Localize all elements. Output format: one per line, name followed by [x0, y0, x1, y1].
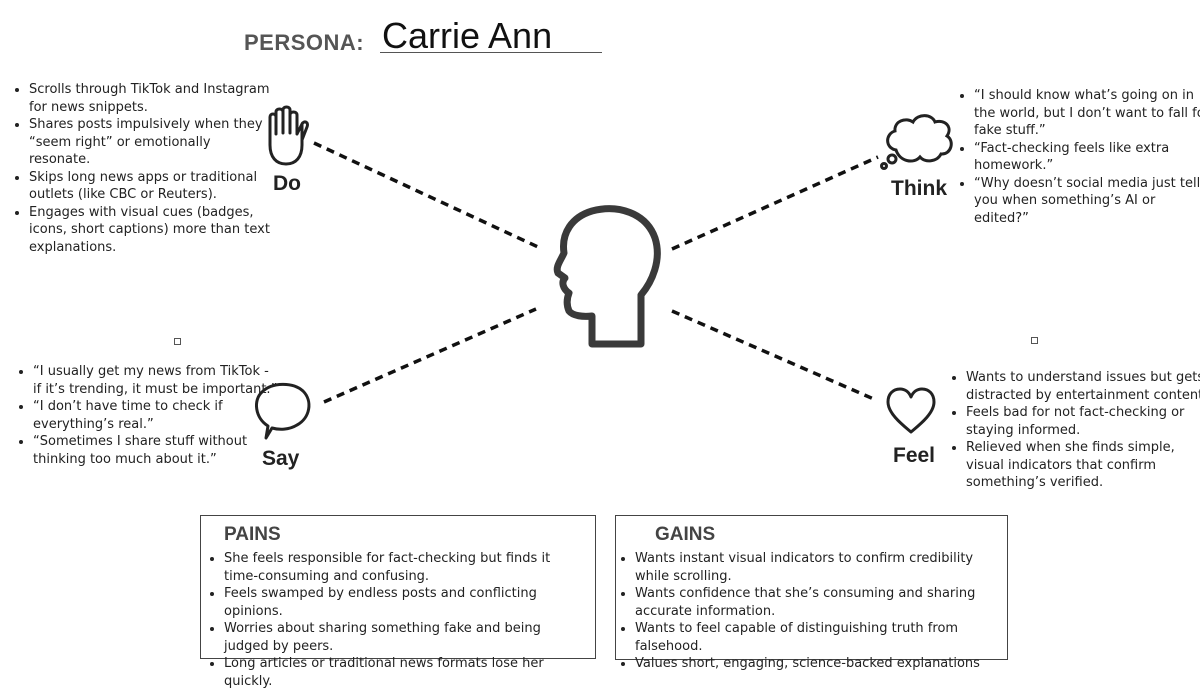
think-label: Think [891, 177, 947, 200]
diagram-canvas [255, 105, 953, 440]
pains-list: She feels responsible for fact-checking … [224, 550, 587, 690]
think-item: “I should know what’s going on in the wo… [974, 87, 1200, 140]
say-item: “I usually get my news from TikTok - if … [33, 363, 278, 398]
pains-item: Feels swamped by endless posts and confl… [224, 585, 587, 620]
gains-item: Values short, engaging, science-backed e… [635, 655, 999, 673]
do-item: Engages with visual cues (badges, icons,… [29, 204, 273, 257]
feel-item: Relieved when she finds simple, visual i… [966, 439, 1200, 492]
pains-item: Long articles or traditional news format… [224, 655, 587, 690]
head-profile-icon [553, 205, 661, 348]
do-item: Shares posts impulsively when they “seem… [29, 116, 273, 169]
do-label: Do [273, 172, 301, 195]
thought-bubble-icon [880, 114, 953, 170]
gains-box: GAINS Wants instant visual indicators to… [615, 515, 1008, 671]
pains-item: She feels responsible for fact-checking … [224, 550, 587, 585]
gains-item: Wants confidence that she’s consuming an… [635, 585, 999, 620]
say-list: “I usually get my news from TikTok - if … [14, 363, 278, 468]
gains-list: Wants instant visual indicators to confi… [635, 550, 999, 673]
persona-name-underline [380, 52, 602, 53]
gains-item: Wants to feel capable of distinguishing … [635, 620, 999, 655]
say-item: “I don’t have time to check if everythin… [33, 398, 278, 433]
heart-icon [886, 387, 936, 434]
square-marker [174, 338, 181, 345]
think-item: “Why doesn’t social media just tell you … [974, 175, 1200, 228]
say-label: Say [262, 447, 300, 470]
do-item: Scrolls through TikTok and Instagram for… [29, 81, 273, 116]
feel-item: Wants to understand issues but gets dist… [966, 369, 1200, 404]
connector-say [323, 307, 537, 404]
speech-bubble-icon [255, 382, 311, 440]
gains-item: Wants instant visual indicators to confi… [635, 550, 999, 585]
persona-label: PERSONA: [244, 30, 365, 55]
connector-do [313, 141, 539, 249]
feel-label: Feel [893, 444, 936, 467]
hand-icon [268, 105, 309, 166]
connector-feel [671, 309, 877, 402]
square-marker [1031, 337, 1038, 344]
connector-think [671, 155, 879, 251]
persona-name: Carrie Ann [382, 15, 553, 56]
gains-title: GAINS [655, 524, 716, 545]
think-list: “I should know what’s going on in the wo… [955, 87, 1200, 227]
say-item: “Sometimes I share stuff without thinkin… [33, 433, 278, 468]
pains-item: Worries about sharing something fake and… [224, 620, 587, 655]
do-item: Skips long news apps or traditional outl… [29, 169, 273, 204]
pains-title: PAINS [224, 524, 281, 545]
feel-list: Wants to understand issues but gets dist… [947, 369, 1200, 492]
think-item: “Fact-checking feels like extra homework… [974, 140, 1200, 175]
do-list: Scrolls through TikTok and Instagram for… [10, 81, 273, 256]
feel-item: Feels bad for not fact-checking or stayi… [966, 404, 1200, 439]
pains-box: PAINS She feels responsible for fact-che… [200, 515, 596, 689]
